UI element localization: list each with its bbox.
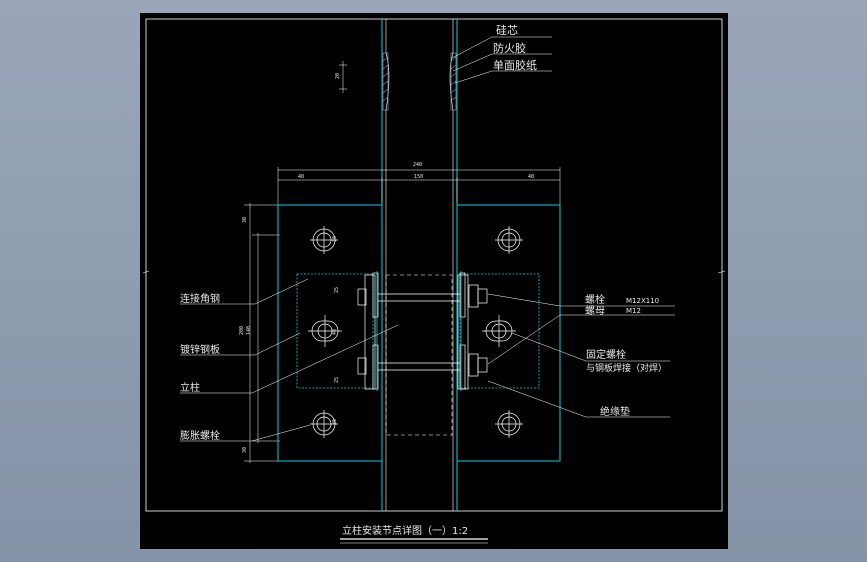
dim-v-a: 25 [334, 287, 340, 293]
label-fixed-bolt-2: 与钢板焊接（对焊） [586, 362, 667, 374]
dim-right-width: 40 [528, 174, 534, 180]
label-nut-spec: M12 [626, 307, 641, 315]
dim-v-bottom: 30 [242, 447, 248, 453]
inner-frame [145, 18, 723, 512]
expansion-bolt-holes [308, 226, 523, 438]
dim-vertical [244, 203, 280, 463]
label-bolt-spec: M12X110 [626, 297, 659, 305]
dim-top-gap-text: 20 [335, 73, 341, 79]
dim-total-width: 240 [413, 162, 422, 168]
insulation-pads [376, 271, 462, 391]
core-tube [385, 19, 454, 511]
through-bolts [357, 272, 488, 390]
label-fixed-bolt-1: 固定螺栓 [586, 348, 626, 361]
fire-glue-hatch [382, 52, 457, 111]
dim-v-b: 25 [334, 377, 340, 383]
dim-v-d2: 30 [332, 419, 338, 425]
label-insulation-pad: 绝缘垫 [600, 405, 630, 418]
label-bolt: 螺栓 [585, 293, 605, 306]
drawing-title: 立柱安装节点详图（一）1:2 [342, 524, 468, 537]
dim-left-width: 40 [298, 174, 304, 180]
drawing-sheet: 20 240 40 150 40 30 200 140 30 [140, 13, 728, 549]
dim-v-c: 40 [332, 329, 338, 335]
right-plate [456, 204, 561, 462]
dim-v-total: 200 [239, 326, 245, 335]
label-tape: 单面胶纸 [493, 58, 537, 72]
label-expansion-bolt: 膨胀螺栓 [180, 429, 220, 442]
dim-v-d: 30 [332, 236, 338, 242]
left-plate [277, 204, 383, 462]
label-nut: 螺母 [585, 305, 605, 317]
label-column: 立柱 [180, 381, 200, 394]
label-fire-glue: 防火胶 [493, 41, 526, 55]
dim-horizontal [277, 167, 561, 209]
dim-v-inner: 140 [246, 326, 252, 335]
column [381, 19, 458, 511]
dim-v-top: 30 [242, 217, 248, 223]
label-core: 硅芯 [496, 23, 518, 37]
label-angle-steel: 连接角钢 [180, 292, 220, 305]
core-dashed [385, 274, 453, 436]
dim-middle-width: 150 [414, 174, 423, 180]
dim-top-gap [339, 61, 347, 93]
label-galv-plate: 镀锌钢板 [180, 343, 220, 356]
drawing-canvas: 20 240 40 150 40 30 200 140 30 [142, 18, 726, 544]
leader-lines [180, 36, 675, 442]
